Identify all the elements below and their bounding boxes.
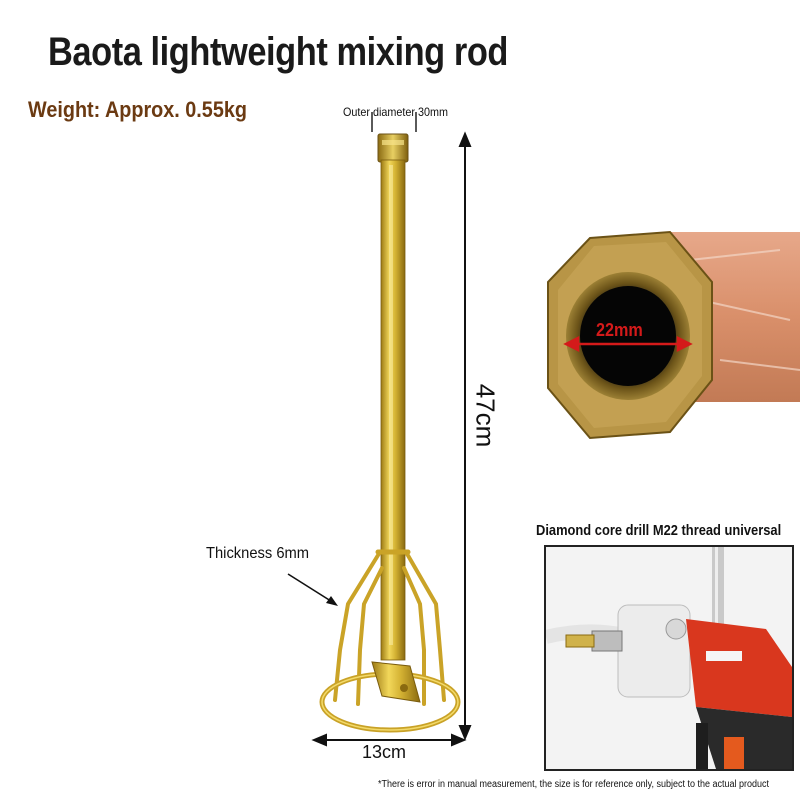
thread-closeup-photo <box>547 230 800 440</box>
height-label: 47cm <box>470 383 501 448</box>
core-drill-photo <box>544 545 794 771</box>
thickness-label: Thickness 6mm <box>206 545 310 562</box>
measurement-note: *There is error in manual measurement, t… <box>378 779 770 790</box>
drill-caption: Diamond core drill M22 thread universal <box>536 522 782 539</box>
inner-diameter-label: 22mm <box>596 320 643 340</box>
page-title: Baota lightweight mixing rod <box>48 30 509 74</box>
inner-diameter-arrow <box>563 335 693 353</box>
rod-nut <box>377 133 409 163</box>
width-arrow <box>311 733 467 747</box>
outer-diameter-label: Outer diameter 30mm <box>343 105 449 119</box>
outer-diameter-marker <box>371 112 417 132</box>
weight-label: Weight: Approx. 0.55kg <box>28 97 247 122</box>
thickness-pointer <box>287 573 338 606</box>
width-label: 13cm <box>362 742 407 762</box>
height-arrow <box>458 131 472 741</box>
